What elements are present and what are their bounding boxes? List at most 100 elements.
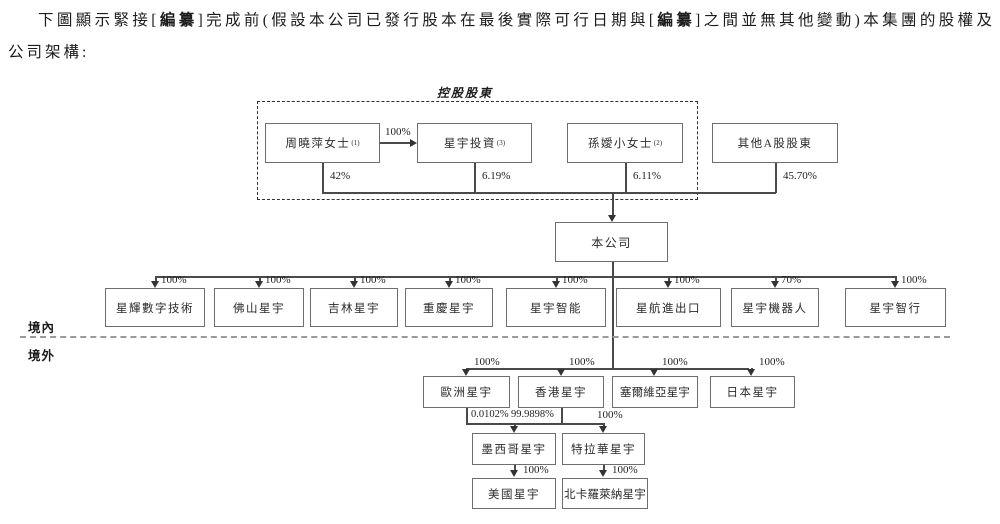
- onshore-node-xinghang-import-export: 星航進出口: [616, 288, 721, 327]
- arrowhead-down: [462, 369, 470, 376]
- ownership-pct-label: 100%: [474, 356, 500, 368]
- redacted-term: 編纂: [157, 12, 198, 29]
- ownership-pct-label: 100%: [612, 464, 638, 476]
- connector-line: [775, 163, 777, 193]
- onshore-node-xingyu-robot: 星宇機器人: [731, 288, 819, 327]
- ownership-pct-label: 100%: [562, 274, 588, 286]
- connector-line: [668, 276, 670, 282]
- arrowhead-down: [747, 369, 755, 376]
- onshore-node-xinghui-digital: 星輝數字技術: [105, 288, 205, 327]
- ownership-pct-label: 6.11%: [633, 170, 662, 182]
- connector-line: [449, 276, 451, 282]
- ownership-pct-label: 100%: [759, 356, 785, 368]
- node-label: 塞爾維亞星宇: [619, 387, 691, 399]
- node-usa: 美國星宇: [472, 478, 556, 509]
- node-label: 其他A股股東: [737, 138, 813, 150]
- connector-line: [322, 163, 324, 193]
- arrowhead-down: [557, 369, 565, 376]
- intro-text: ]完成前(假設本公司已發行股本在最後實際可行日期與[: [197, 12, 655, 29]
- node-label: 重慶星宇: [423, 302, 475, 315]
- arrowhead-down: [599, 426, 607, 433]
- ownership-pct-label: 100%: [385, 126, 411, 138]
- ownership-pct-label: 100%: [674, 274, 700, 286]
- intro-text: ]之間並無其他變動)本集團的股權及: [695, 12, 993, 29]
- intro-line-2: 公司架構:: [8, 44, 90, 61]
- connector-line: [514, 423, 516, 428]
- arrowhead-down: [650, 369, 658, 376]
- node-label: 星航進出口: [636, 302, 701, 315]
- ownership-pct-label: 99.9898%: [511, 409, 554, 420]
- arrowhead-down: [255, 281, 263, 288]
- node-label: 歐洲星宇: [440, 387, 493, 399]
- node-label: 星宇智能: [530, 302, 582, 315]
- arrowhead-down: [891, 281, 899, 288]
- arrowhead-down: [510, 426, 518, 433]
- connector-line: [380, 142, 410, 144]
- ownership-pct-label: 100%: [360, 274, 386, 286]
- onshore-node-xingyu-intelligent: 星宇智能: [506, 288, 606, 327]
- ownership-pct-label: 0.0102%: [471, 409, 509, 420]
- node-label: 孫嬡小女士: [587, 138, 653, 150]
- connector-line: [322, 192, 776, 194]
- connector-line: [775, 276, 777, 282]
- shareholder-node-xingyu-investment: 星宇投資(3): [417, 123, 532, 163]
- connector-line: [625, 163, 627, 193]
- node-label: 星宇投資: [443, 138, 496, 150]
- arrowhead-down: [151, 281, 159, 288]
- ownership-pct-label: 6.19%: [482, 170, 511, 182]
- shareholder-node-sun: 孫嬡小女士(2): [567, 123, 683, 163]
- arrowhead-down: [350, 281, 358, 288]
- node-label: 特拉華星宇: [571, 444, 636, 456]
- offshore-node-japan: 日本星宇: [710, 376, 795, 408]
- ownership-pct-label: 100%: [265, 274, 291, 286]
- node-north-carolina: 北卡羅萊納星宇: [562, 478, 648, 509]
- node-label: 美國星宇: [488, 488, 540, 501]
- ownership-pct-label: 45.70%: [783, 170, 817, 182]
- connector-line: [466, 408, 468, 424]
- ownership-pct-label: 100%: [161, 274, 187, 286]
- onshore-label: 境內: [28, 321, 56, 335]
- node-mexico: 墨西哥星宇: [472, 433, 556, 465]
- connector-line: [155, 276, 157, 282]
- ownership-pct-label: 100%: [569, 356, 595, 368]
- ownership-pct-label: 70%: [781, 274, 802, 286]
- node-label: 北卡羅萊納星宇: [564, 488, 646, 501]
- connector-line: [474, 163, 476, 193]
- node-label: 星輝數字技術: [116, 302, 194, 315]
- node-label: 墨西哥星宇: [481, 444, 547, 456]
- arrowhead-down: [664, 281, 672, 288]
- node-label: 本公司: [591, 235, 632, 250]
- holding-shareholders-label: 控股股東: [436, 86, 493, 100]
- offshore-label: 境外: [28, 349, 56, 363]
- node-label: 日本星宇: [726, 387, 779, 399]
- connector-line: [259, 276, 261, 282]
- ownership-pct-label: 42%: [330, 170, 351, 182]
- arrowhead-down: [552, 281, 560, 288]
- intro-paragraph: 下圖顯示緊接[編纂]完成前(假設本公司已發行股本在最後實際可行日期與[編纂]之間…: [8, 10, 993, 32]
- offshore-node-serbia: 塞爾維亞星宇: [612, 376, 698, 408]
- footnote-sup: (3): [496, 139, 506, 147]
- arrowhead-right: [410, 139, 417, 147]
- redacted-term: 編纂: [654, 12, 696, 29]
- offshore-node-hongkong: 香港星宇: [518, 376, 604, 408]
- node-label: 周曉萍女士: [285, 138, 351, 150]
- connector-line: [603, 465, 605, 472]
- onshore-node-jilin: 吉林星宇: [310, 288, 398, 327]
- onshore-offshore-divider: [20, 336, 950, 338]
- arrowhead-down: [599, 470, 607, 477]
- node-label: 星宇機器人: [742, 302, 808, 315]
- arrowhead-down: [608, 215, 616, 222]
- node-label: 佛山星宇: [233, 302, 285, 315]
- intro-text: 下圖顯示緊接[: [38, 12, 158, 29]
- arrowhead-down: [510, 470, 518, 477]
- footnote-sup: (1): [351, 139, 360, 147]
- connector-line: [895, 276, 897, 282]
- arrowhead-down: [445, 281, 453, 288]
- connector-line: [155, 276, 896, 278]
- ownership-pct-label: 100%: [597, 409, 623, 421]
- connector-line: [561, 408, 563, 424]
- onshore-node-foshan: 佛山星宇: [214, 288, 304, 327]
- connector-line: [466, 423, 604, 425]
- connector-line: [354, 276, 356, 282]
